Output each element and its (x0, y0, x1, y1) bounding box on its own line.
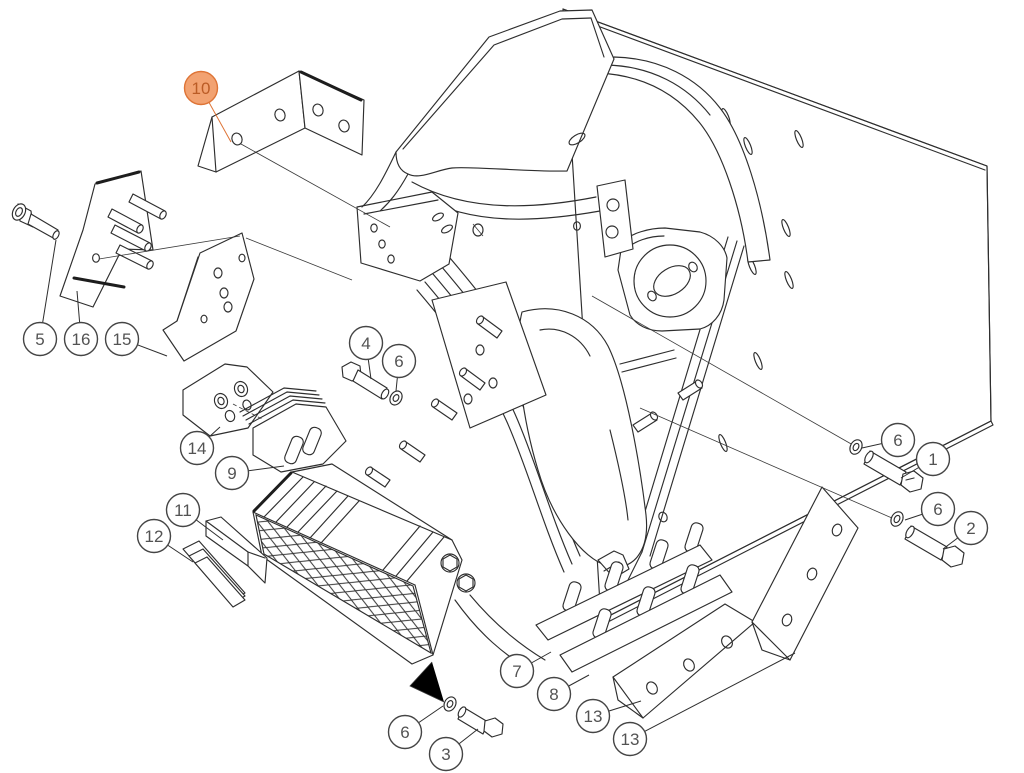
callout-circle[interactable] (536, 676, 572, 712)
callout-circle[interactable] (387, 714, 423, 750)
callout-circle[interactable] (183, 70, 219, 106)
callout-balloon-14[interactable]: 14 (179, 430, 215, 466)
part-10-bracket (197, 70, 365, 173)
bolt-4 (341, 361, 390, 400)
callout-number: 6 (400, 723, 409, 742)
callout-balloon-16[interactable]: 16 (63, 321, 99, 357)
callout-balloon-13[interactable]: 13 (575, 698, 611, 734)
callout-number: 12 (145, 527, 164, 546)
hood (361, 9, 615, 212)
projection-lines (98, 143, 391, 281)
callout-circle[interactable] (953, 510, 989, 546)
callout-number: 16 (72, 330, 91, 349)
callout-balloon-6[interactable]: 6 (920, 491, 956, 527)
callout-number: 14 (188, 439, 207, 458)
panel-slots (658, 108, 804, 523)
callout-circle[interactable] (165, 492, 201, 528)
callout-number: 11 (174, 501, 192, 520)
callout-balloon-10-selected[interactable]: 10 (183, 70, 219, 106)
callout-balloon-6[interactable]: 6 (381, 343, 417, 379)
jaw-top-stripes (263, 476, 445, 582)
center-pin-plate (364, 281, 704, 488)
callout-number: 9 (227, 464, 236, 483)
callout-circle[interactable] (880, 422, 916, 458)
jaw-hex-nuts (440, 553, 476, 593)
housing-left-plate (356, 191, 484, 282)
callout-number: 15 (113, 330, 132, 349)
callout-balloon-7[interactable]: 7 (499, 653, 535, 689)
callout-number: 6 (893, 431, 902, 450)
jaw-block (252, 463, 476, 665)
bolt-1 (863, 450, 924, 493)
part-9-wedge (239, 387, 347, 473)
two-hole-bracket (573, 179, 634, 258)
part-15-plate (162, 232, 255, 362)
callout-balloon-6[interactable]: 6 (880, 422, 916, 458)
washer-6-right-top (849, 439, 863, 455)
callout-balloon-5[interactable]: 5 (22, 321, 58, 357)
callout-balloon-3[interactable]: 3 (428, 736, 464, 772)
callout-circle[interactable] (428, 736, 464, 772)
callout-circle[interactable] (348, 325, 384, 361)
callout-circle[interactable] (22, 321, 58, 357)
washer-6-bottom (443, 696, 457, 712)
callout-circle[interactable] (214, 455, 250, 491)
part-13-bar-right (751, 486, 859, 661)
callout-circle[interactable] (575, 698, 611, 734)
callout-number: 4 (361, 334, 370, 353)
callout-balloon-9[interactable]: 9 (214, 455, 250, 491)
bolt-3 (457, 706, 504, 738)
callout-balloon-13[interactable]: 13 (612, 721, 648, 757)
callout-number: 13 (584, 707, 603, 726)
callout-circle[interactable] (915, 441, 951, 477)
dowel-pins (364, 315, 704, 488)
washer-6-center (389, 390, 403, 406)
callout-circle[interactable] (920, 491, 956, 527)
callout-circle[interactable] (136, 518, 172, 554)
arch-arm (597, 56, 771, 263)
part-16-plate (59, 170, 167, 308)
callout-balloon-1[interactable]: 1 (915, 441, 951, 477)
callout-balloon-11[interactable]: 11 (165, 492, 201, 528)
callout-number: 6 (933, 500, 942, 519)
callout-balloon-2[interactable]: 2 (953, 510, 989, 546)
part-12-shims (182, 540, 246, 608)
washer-6-right-bottom (890, 511, 904, 527)
callout-balloon-8[interactable]: 8 (536, 676, 572, 712)
callout-circle[interactable] (63, 321, 99, 357)
callout-balloon-4[interactable]: 4 (348, 325, 384, 361)
callout-number: 10 (192, 79, 211, 98)
callout-circle[interactable] (104, 321, 140, 357)
callout-balloon-12[interactable]: 12 (136, 518, 172, 554)
callout-number: 2 (966, 519, 975, 538)
part-11-plate (205, 516, 268, 584)
callout-number: 8 (549, 685, 558, 704)
bolt-2 (904, 525, 965, 568)
callout-circle[interactable] (179, 430, 215, 466)
pitman-face (454, 308, 648, 671)
callout-number: 13 (621, 730, 640, 749)
callout-circle[interactable] (381, 343, 417, 379)
part-16-pins (107, 193, 167, 270)
part-5-screw (11, 203, 60, 240)
callout-number: 6 (394, 352, 403, 371)
callout-number: 7 (512, 662, 521, 681)
part-8-comb (559, 564, 733, 673)
callout-balloon-15[interactable]: 15 (104, 321, 140, 357)
callout-number: 3 (441, 745, 450, 764)
callout-number: 5 (35, 330, 44, 349)
callout-leader-13 (629, 652, 796, 740)
callout-circle[interactable] (612, 721, 648, 757)
callout-circle[interactable] (499, 653, 535, 689)
part-7-comb (535, 522, 713, 641)
callout-number: 1 (928, 450, 937, 469)
callout-balloon-6[interactable]: 6 (387, 714, 423, 750)
